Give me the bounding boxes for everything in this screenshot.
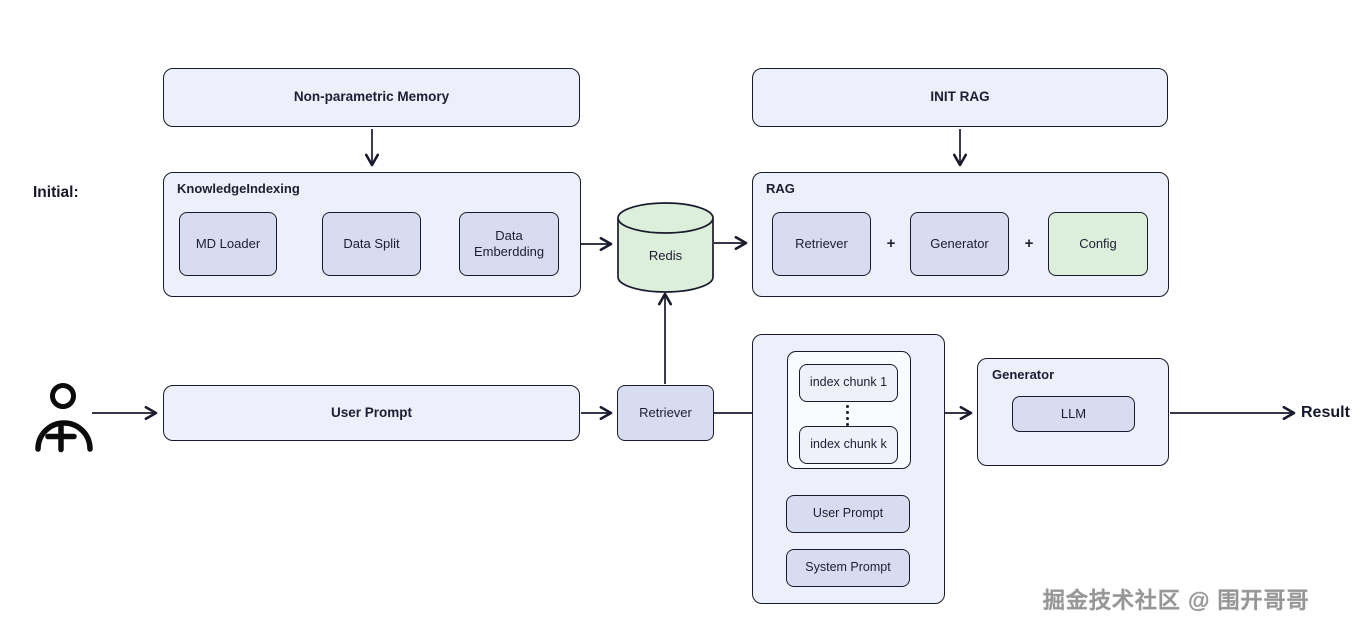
llm-node: LLM — [1012, 396, 1135, 432]
knowledge-indexing-label: KnowledgeIndexing — [177, 181, 300, 196]
index-chunk-1-node: index chunk 1 — [799, 364, 898, 402]
retriever-node: Retriever — [617, 385, 714, 441]
user-prompt-small-node: User Prompt — [786, 495, 910, 533]
non-parametric-memory-box: Non-parametric Memory — [163, 68, 580, 127]
user-add-icon — [35, 383, 93, 453]
init-rag-box: INIT RAG — [752, 68, 1168, 127]
rag-generator-node: Generator — [910, 212, 1009, 276]
data-split-node: Data Split — [322, 212, 421, 276]
config-node: Config — [1048, 212, 1148, 276]
md-loader-node: MD Loader — [179, 212, 277, 276]
watermark: 掘金技术社区 @ 围开哥哥 — [1043, 588, 1310, 613]
initial-label: Initial: — [33, 184, 79, 201]
plus-sign-1: + — [886, 234, 896, 252]
user-prompt-box: User Prompt — [163, 385, 580, 441]
rag-retriever-node: Retriever — [772, 212, 871, 276]
system-prompt-node: System Prompt — [786, 549, 910, 587]
redis-label: Redis — [648, 248, 683, 263]
data-embedding-node: Data Emberdding — [459, 212, 559, 276]
generator-label: Generator — [992, 367, 1055, 382]
rag-label: RAG — [766, 181, 795, 196]
plus-sign-2: + — [1024, 234, 1034, 252]
vertical-ellipsis — [846, 405, 849, 426]
index-chunk-k-node: index chunk k — [799, 426, 898, 464]
result-label: Result — [1301, 404, 1350, 421]
